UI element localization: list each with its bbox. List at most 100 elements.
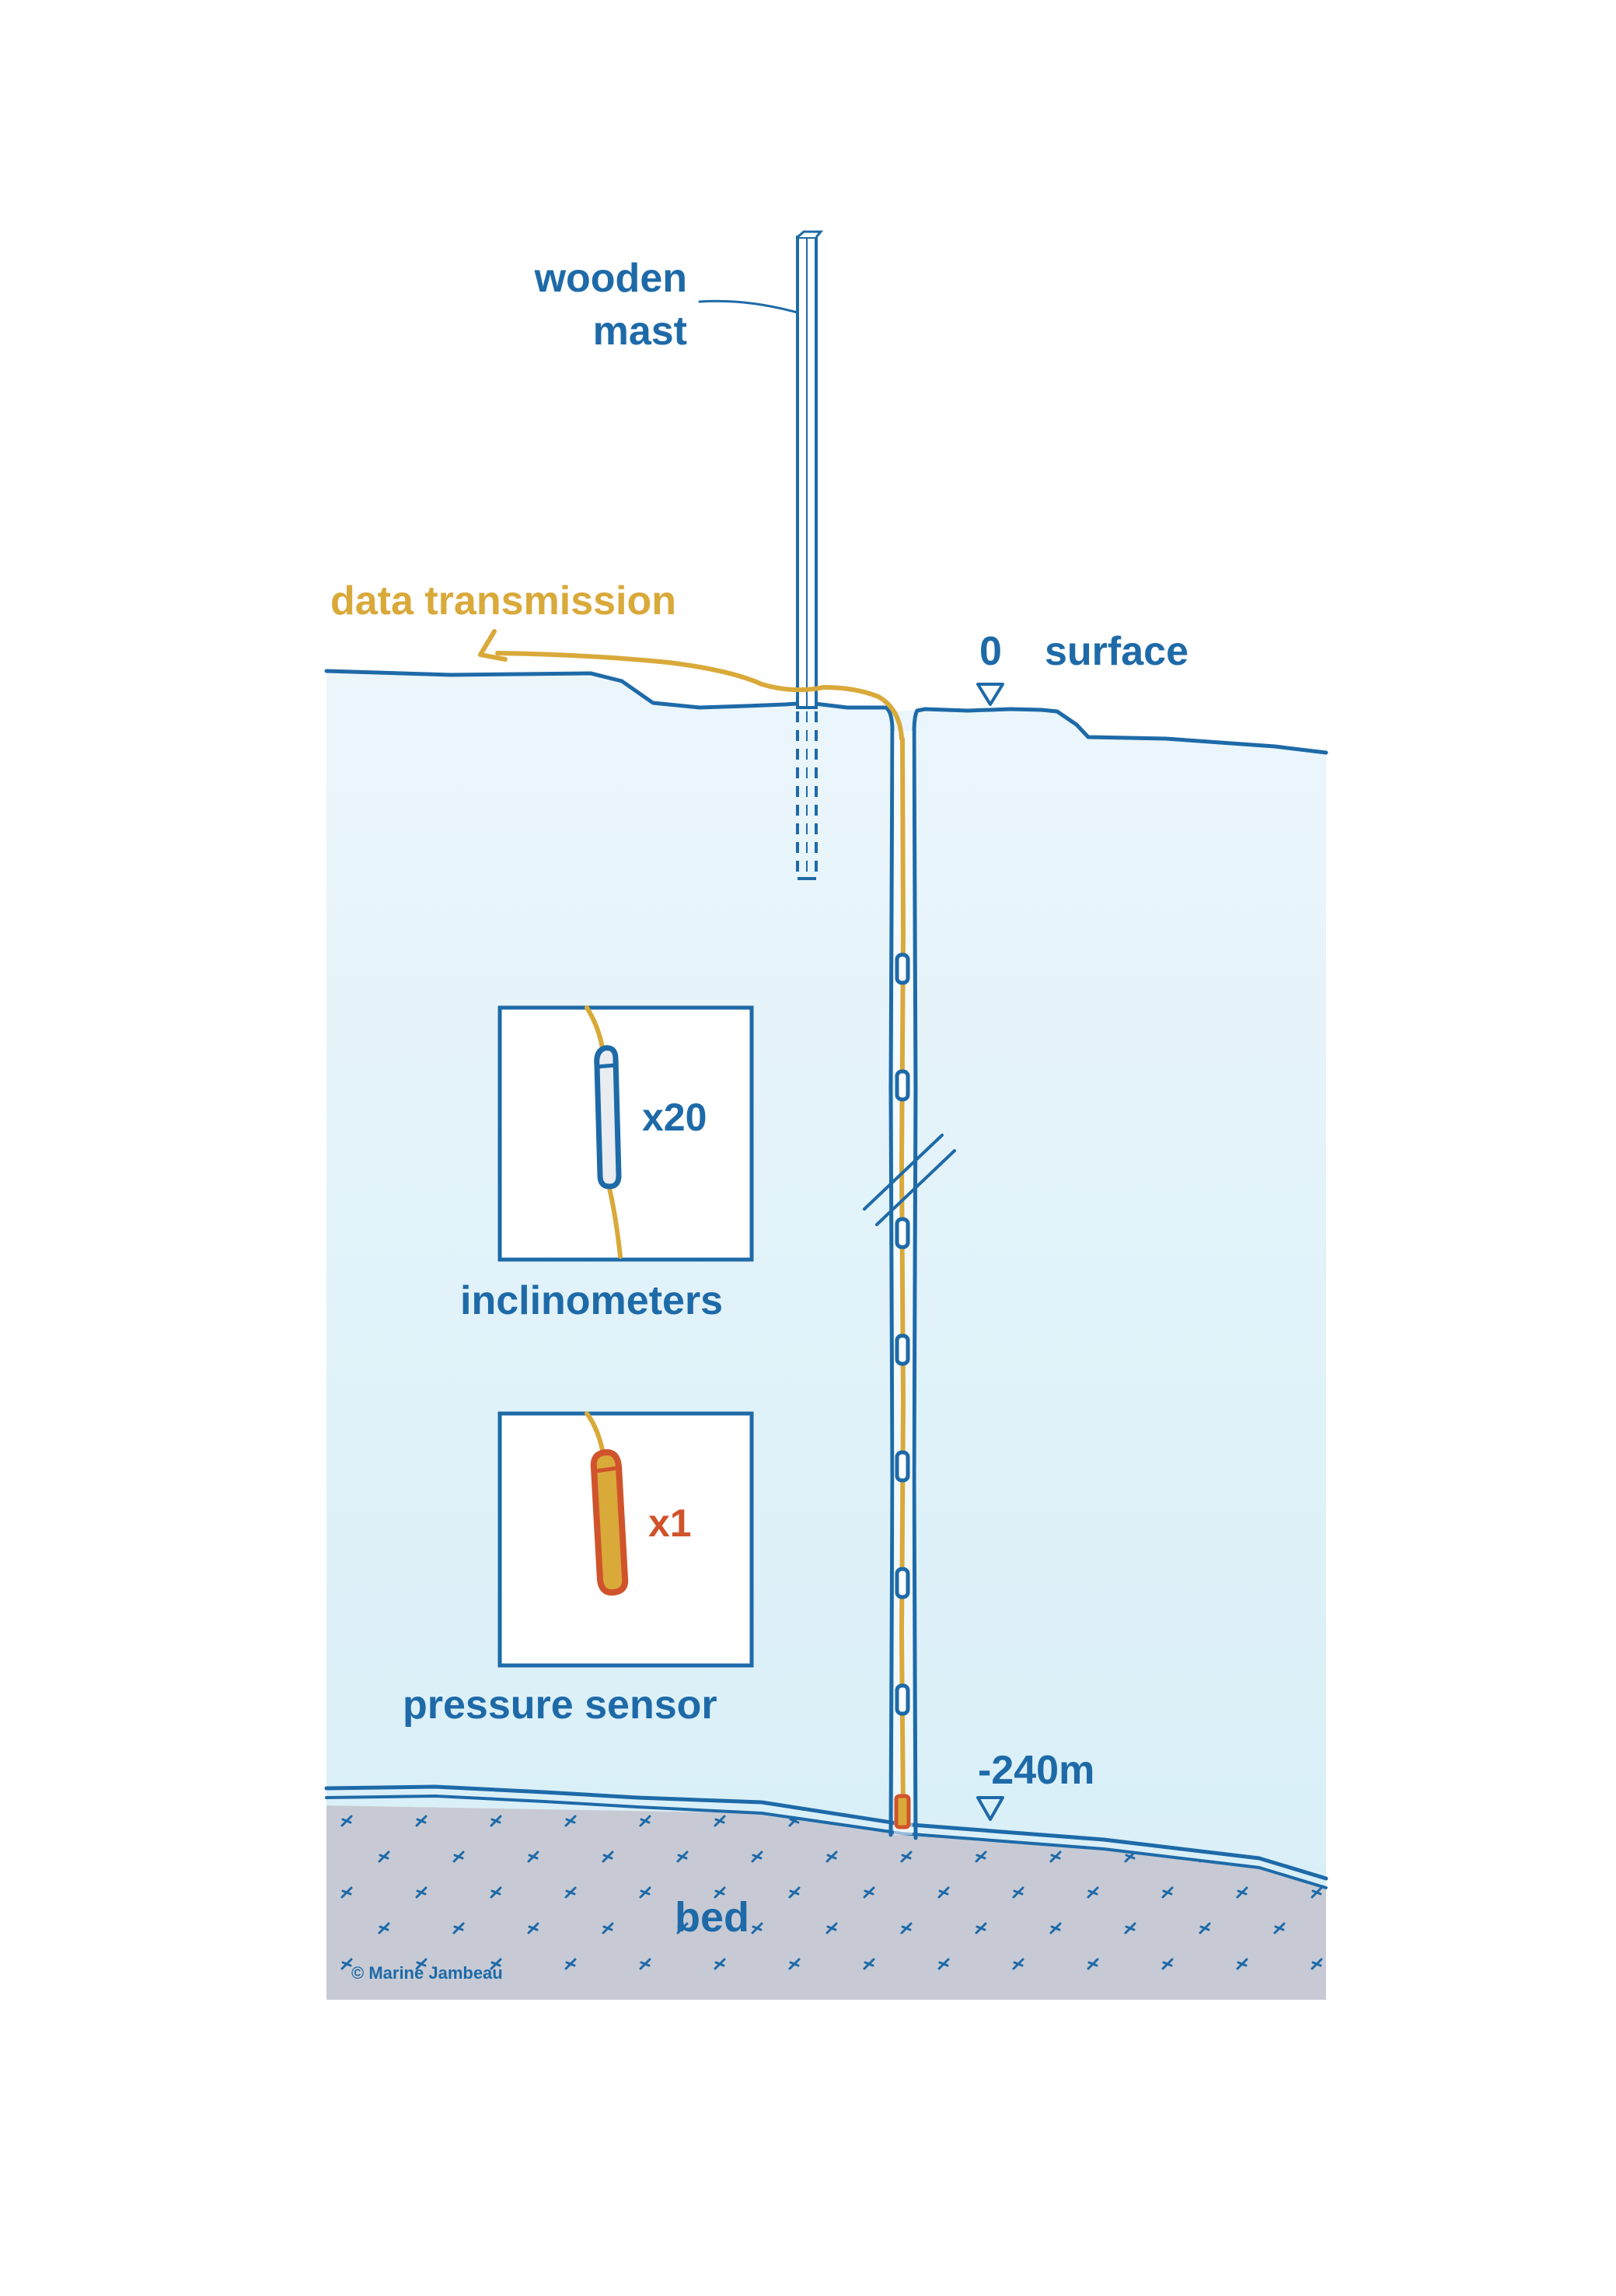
bed-texture-mark <box>640 1961 651 1967</box>
pressure-sensor-label: pressure sensor <box>403 1683 717 1728</box>
bed-texture-mark <box>1162 1889 1173 1896</box>
bed-texture-mark <box>677 1925 688 1931</box>
bed-texture-mark <box>1237 1889 1248 1896</box>
cable-in-borehole <box>899 736 906 1814</box>
bed-texture-mark <box>1311 1961 1322 1967</box>
bed-texture-mark <box>1013 1889 1024 1896</box>
triangle-down-icon <box>976 1796 1004 1821</box>
inclinometer-count: x20 <box>642 1096 707 1139</box>
ice-surface-line-right <box>915 707 1328 755</box>
bed-texture-mark <box>602 1925 613 1931</box>
borehole-wall-left <box>884 705 895 1837</box>
bed-texture-mark <box>341 1961 352 1967</box>
bed-texture-mark <box>1087 1889 1098 1896</box>
borehole-wall-right <box>912 708 920 1840</box>
bed-texture-mark <box>1199 1925 1210 1931</box>
bed-texture-mark <box>864 1961 874 1967</box>
bed-texture-mark <box>416 1889 427 1896</box>
bed-texture-mark <box>453 1854 464 1860</box>
mast-label-line1: wooden <box>534 256 687 301</box>
inclinometer-marker <box>895 1069 910 1102</box>
bed-texture-mark <box>714 1818 725 1824</box>
bed-body <box>326 1805 1326 2000</box>
bed-texture-mark <box>901 1925 912 1931</box>
pressure-count: x1 <box>648 1501 692 1545</box>
bed-texture-mark <box>976 1854 986 1860</box>
inclinometer-marker <box>895 1683 910 1716</box>
bed-texture-mark <box>677 1854 688 1860</box>
bed-texture-mark <box>565 1961 576 1967</box>
bed-texture-mark <box>341 1818 352 1824</box>
bed-texture-mark <box>938 1961 949 1967</box>
data-transmission-label: data transmission <box>330 578 676 624</box>
bed-texture-mark <box>602 1854 613 1860</box>
bottom-depth-label: -240m <box>978 1748 1094 1793</box>
bed-texture-mark <box>789 1961 800 1967</box>
pressure-sensor-inset <box>497 1411 754 1668</box>
bed-texture-mark <box>379 1925 389 1931</box>
bed-line-lower <box>325 1795 1328 1889</box>
inclinometer-inset <box>497 1005 754 1262</box>
bed-texture-mark <box>1237 1961 1248 1967</box>
bed-label: bed <box>675 1894 749 1941</box>
bed-texture-mark <box>1125 1854 1136 1860</box>
bed-texture-mark <box>938 1889 949 1896</box>
inclinometer-marker <box>895 1217 910 1249</box>
bed-texture-mark <box>752 1925 763 1931</box>
copyright-label: © Marine Jambeau <box>351 1963 503 1983</box>
bed-line <box>324 1784 1328 1881</box>
data-transmission-cable <box>495 651 904 741</box>
inclinometer-marker <box>895 1567 910 1599</box>
bed-texture-mark <box>789 1818 800 1824</box>
bed-texture-mark <box>1087 1961 1098 1967</box>
inclinometer-marker <box>895 1450 910 1483</box>
bed-texture-mark <box>640 1889 651 1896</box>
surface-depth-label: 0 <box>979 629 1002 674</box>
bed-texture-mark <box>1013 1961 1024 1967</box>
inclinometer-marker <box>895 1333 910 1366</box>
mast-leader-line <box>698 299 799 314</box>
bed-texture-mark <box>528 1925 539 1931</box>
bed-texture-mark <box>341 1889 352 1896</box>
bed-texture-mark <box>416 1818 427 1824</box>
bed-texture-mark <box>714 1961 725 1967</box>
pressure-sensor-icon <box>590 1449 629 1596</box>
surface-label: surface <box>1045 629 1188 674</box>
bed-texture-mark <box>490 1818 501 1824</box>
bed-texture-mark <box>714 1889 725 1896</box>
inclinometer-marker <box>895 952 910 985</box>
arrow-left-icon <box>478 629 508 662</box>
bed-texture-mark <box>789 1889 800 1896</box>
bed-texture-mark <box>1311 1889 1322 1896</box>
bed-texture-mark <box>826 1925 837 1931</box>
bed-texture-mark <box>752 1854 763 1860</box>
inclinometer-icon <box>594 1045 622 1190</box>
bed-texture-mark <box>1162 1961 1173 1967</box>
bed-texture-mark <box>1050 1854 1061 1860</box>
pressure-sensor-marker <box>894 1794 911 1829</box>
bed-texture-mark <box>453 1925 464 1931</box>
bed-texture-mark <box>565 1889 576 1896</box>
bed-texture-mark <box>416 1961 427 1967</box>
bed-texture-mark <box>379 1854 389 1860</box>
bed-texture-mark <box>1274 1925 1285 1931</box>
ice-surface-line <box>324 669 888 710</box>
bed-texture-mark <box>640 1818 651 1824</box>
mast-label-line2: mast <box>593 309 687 354</box>
inclinometer-string <box>895 952 910 1716</box>
bed-texture-mark <box>864 1889 874 1896</box>
bed-texture-mark <box>1125 1925 1136 1931</box>
bed-texture-mark <box>528 1854 539 1860</box>
triangle-down-icon <box>976 683 1004 706</box>
bed-texture-mark <box>490 1961 501 1967</box>
bed-texture-mark <box>490 1889 501 1896</box>
inclinometers-label: inclinometers <box>460 1278 723 1323</box>
bed-texture-mark <box>1050 1925 1061 1931</box>
double-slash-icon <box>863 1134 956 1226</box>
bed-texture-mark <box>565 1818 576 1824</box>
bed-texture-mark <box>826 1854 837 1860</box>
wooden-mast <box>796 230 824 880</box>
bed-texture-mark <box>901 1854 912 1860</box>
bed-texture-mark <box>976 1925 986 1931</box>
